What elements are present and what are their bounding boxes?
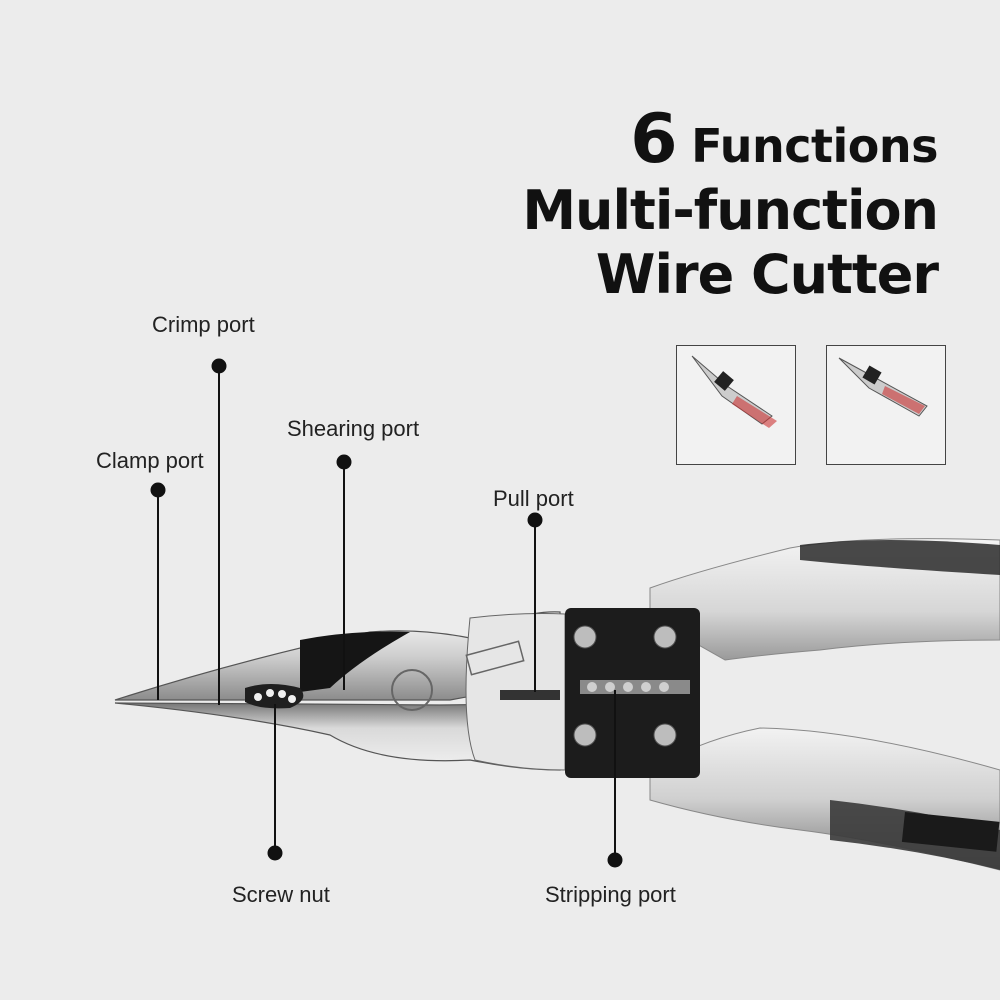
clamp-port-label: Clamp port xyxy=(96,448,204,473)
stripping-callout-dot xyxy=(607,852,623,868)
headline-line3: Wire Cutter xyxy=(595,243,939,306)
clamp-callout-dot xyxy=(150,482,166,498)
pull-port-label: Pull port xyxy=(493,486,574,511)
crimp-port-label: Crimp port xyxy=(152,312,255,337)
screw-callout-dot xyxy=(267,845,283,861)
pliers-thumbnail-icon xyxy=(691,355,777,428)
thumbnail-pliers-1[interactable] xyxy=(676,345,796,465)
shearing-port-label: Shearing port xyxy=(287,416,420,441)
crimp-callout-dot xyxy=(211,358,227,374)
stripping-port-label: Stripping port xyxy=(545,882,676,907)
brand-logo-icon xyxy=(391,669,433,711)
shearing-callout-dot xyxy=(336,454,352,470)
headline-line2: Multi-function xyxy=(522,179,939,242)
function-count: 6 xyxy=(630,100,678,179)
pull-callout-dot xyxy=(527,512,543,528)
functions-word: Functions xyxy=(691,119,938,173)
pliers-thumbnail-icon xyxy=(838,357,928,417)
screw-nut-label: Screw nut xyxy=(232,882,330,907)
thumbnail-pliers-2[interactable] xyxy=(826,345,946,465)
